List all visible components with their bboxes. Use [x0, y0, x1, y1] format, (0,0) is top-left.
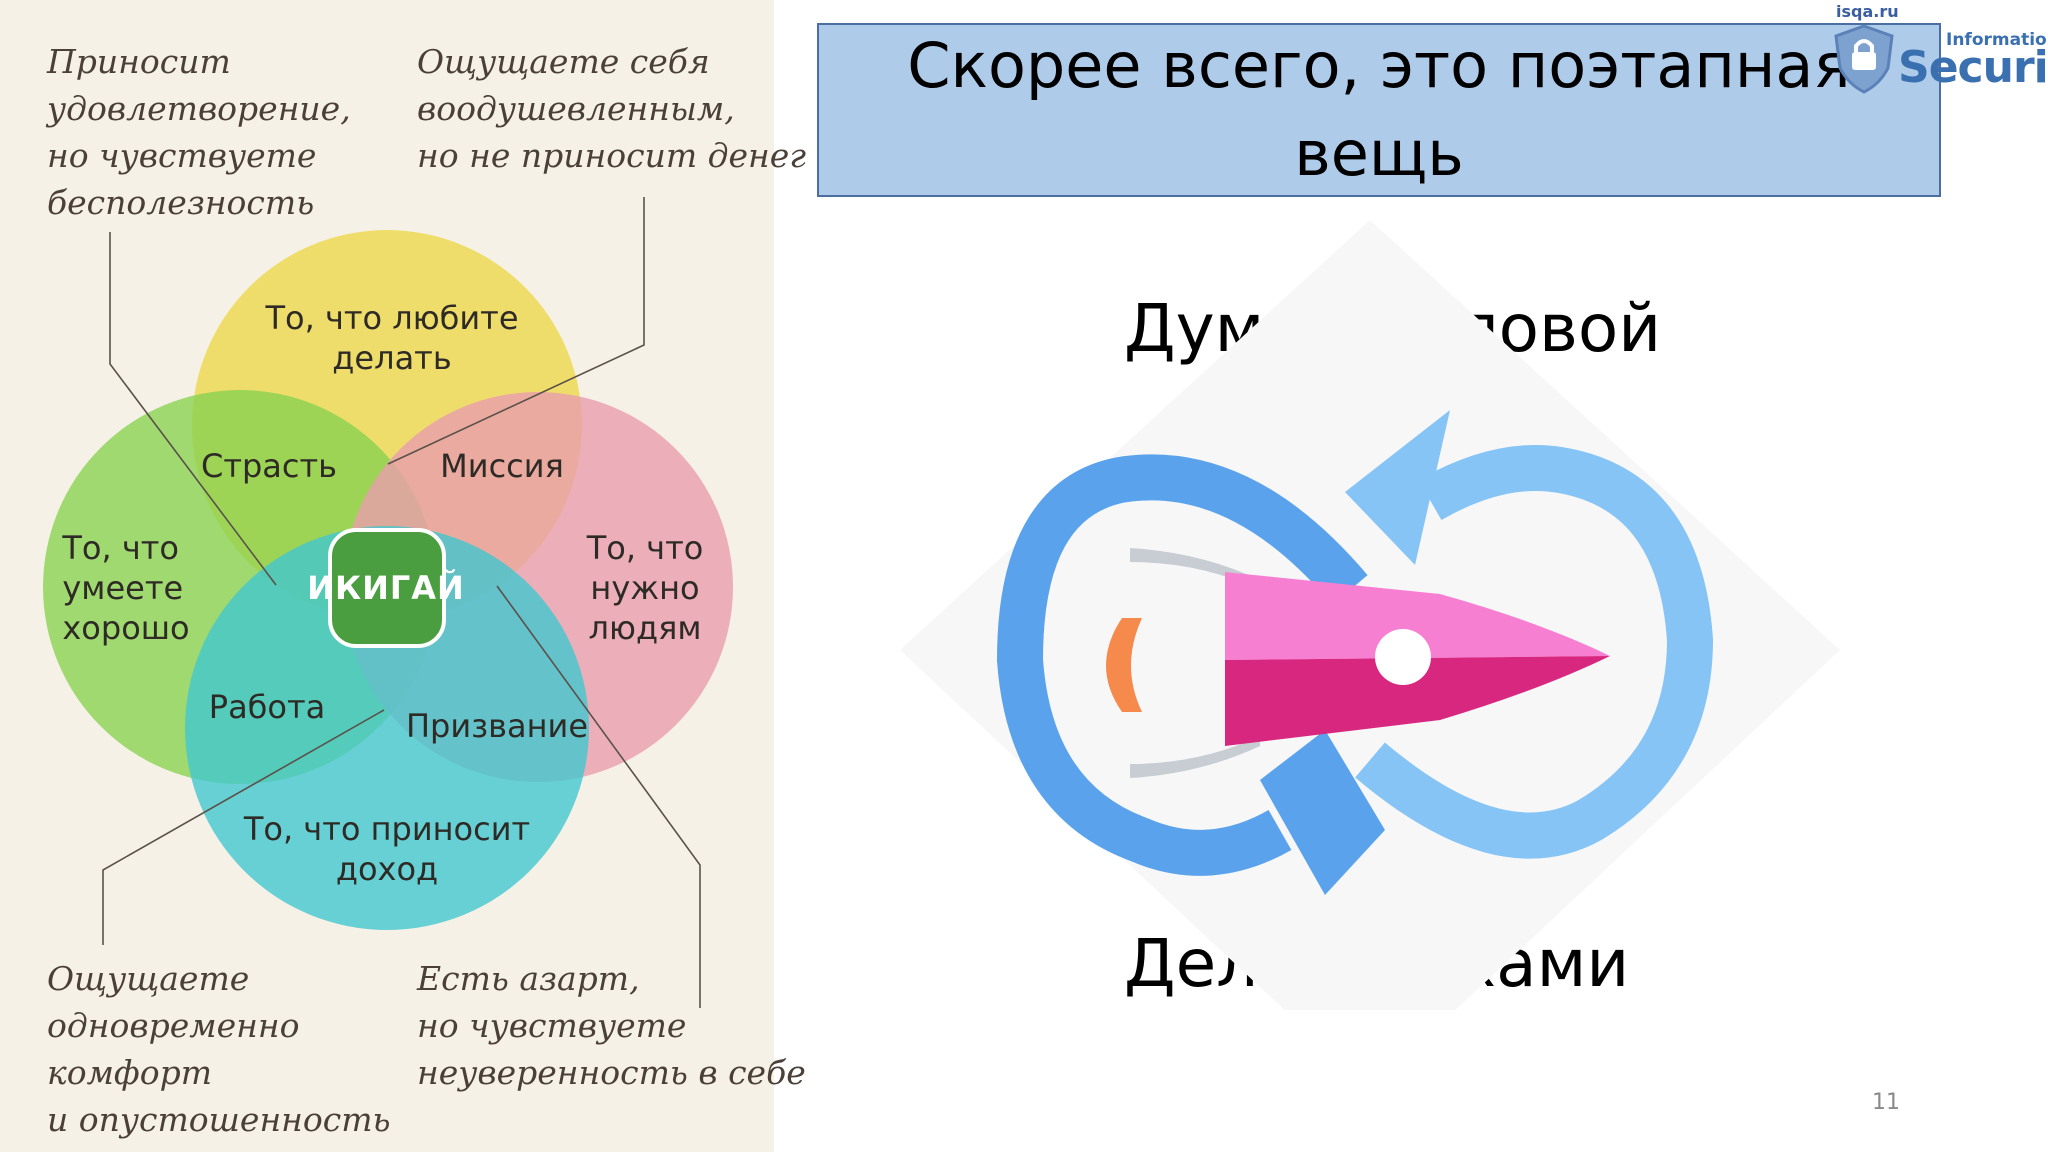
label-mission: Миссия — [440, 447, 564, 485]
logo-shield-icon — [1834, 24, 1894, 94]
rocket-loop-illustration — [900, 220, 1840, 1010]
label-need: То, что нужно людям — [586, 529, 704, 647]
note-bottom-left: Ощущаете одновременно комфорт и опустоше… — [47, 959, 391, 1139]
note-top-left: Приносит удовлетворение, но чувствуете б… — [47, 42, 351, 222]
label-paid: То, что приносит доход — [243, 810, 531, 888]
rocket-icon — [1106, 548, 1610, 778]
leader-line-top-right — [387, 197, 645, 465]
label-profession: Работа — [208, 688, 326, 726]
ikigai-venn-diagram — [43, 197, 733, 1008]
label-passion: Страсть — [201, 447, 337, 485]
label-ikigai-center: ИКИГАЙ — [307, 569, 465, 607]
note-bottom-right: Есть азарт, но чувствуете неуверенность … — [417, 959, 806, 1092]
logo-information-text: Information — [1946, 30, 2048, 50]
logo-site-text: isqa.ru — [1836, 2, 1899, 21]
page-number: 11 — [1872, 1090, 1900, 1115]
title-box: Скорее всего, это поэтапная вещь — [817, 23, 1941, 197]
note-top-right: Ощущаете себя воодушевленным, но не прин… — [417, 42, 806, 175]
slide-title: Скорее всего, это поэтапная вещь — [907, 29, 1851, 190]
label-vocation: Призвание — [405, 707, 589, 745]
leader-line-bottom-left — [102, 709, 385, 945]
circle-paid — [185, 526, 589, 930]
infinity-arrows-icon — [996, 410, 1714, 895]
label-love: То, что любите делать — [265, 299, 519, 377]
logo-security-text: Security — [1898, 42, 2048, 93]
label-skill: То, что умеете хорошо — [62, 529, 190, 647]
leader-line-bottom-right — [496, 585, 701, 1008]
leader-line-top-left — [109, 232, 277, 586]
ikigai-center-box — [328, 528, 446, 648]
